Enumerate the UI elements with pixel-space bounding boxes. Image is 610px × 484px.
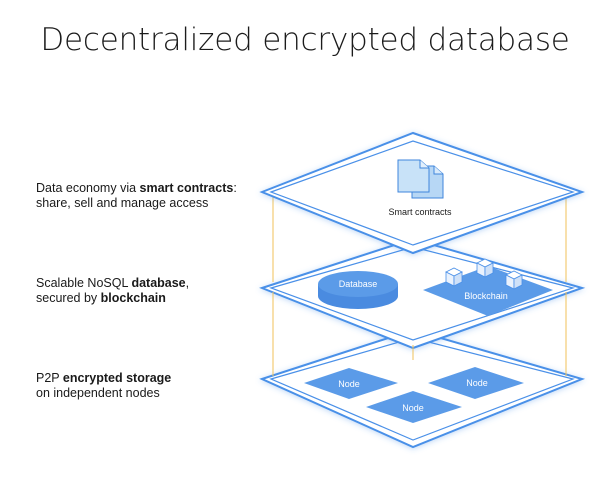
database-label: Database <box>339 279 378 289</box>
layer-connectors <box>272 196 567 376</box>
database-cylinder: Database <box>318 271 398 309</box>
node-tile-right: Node <box>428 367 524 399</box>
smart-contracts-label: Smart contracts <box>388 207 452 217</box>
emphasis-text: encrypted storage <box>62 371 172 385</box>
emphasis-text: database <box>131 276 186 290</box>
node-label: Node <box>338 379 360 389</box>
page-title: Decentralized encrypted database <box>40 22 570 58</box>
node-label: Node <box>402 403 424 413</box>
block-cube-icon <box>476 258 494 278</box>
blockchain-label: Blockchain <box>464 291 508 301</box>
layer-description-contracts: Data economy via smart contracts: share, … <box>36 181 237 211</box>
document-stack-icon <box>397 159 444 199</box>
layer-description-database: Scalable NoSQL database, secured by block… <box>36 276 189 306</box>
description-text: secured by <box>36 291 101 305</box>
emphasis-text: smart contracts <box>139 181 234 195</box>
block-cube-icon <box>505 270 523 290</box>
description-text: , <box>185 276 190 290</box>
node-tile-bottom: Node <box>366 391 462 423</box>
description-text: P2P <box>36 371 63 385</box>
emphasis-text: blockchain <box>100 291 166 305</box>
description-text: : <box>233 181 237 195</box>
description-text: Data economy via <box>36 181 140 195</box>
blockchain-tile: Blockchain <box>423 258 553 316</box>
description-text: Scalable NoSQL <box>36 276 132 290</box>
database-layer: Database Blockchain <box>259 237 586 350</box>
description-text: on independent nodes <box>36 386 160 400</box>
node-label: Node <box>466 378 488 388</box>
contracts-layer: Smart contracts <box>259 131 585 255</box>
block-cube-icon <box>445 267 463 287</box>
storage-layer: Node Node Node <box>259 328 586 449</box>
node-tile-left: Node <box>304 368 398 399</box>
description-text: share, sell and manage access <box>36 196 209 210</box>
